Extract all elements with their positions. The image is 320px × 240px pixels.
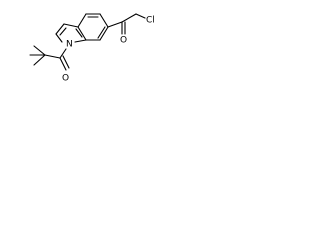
bond-c6-ketone	[107, 21, 123, 28]
bond-quaternary-methyl-down	[33, 54, 46, 66]
bond-c6-c7-double	[97, 26, 106, 39]
bond-c5-c6	[99, 13, 109, 28]
bond-carbonyl-o-double	[62, 55, 70, 69]
bond-carbonyl-o	[59, 57, 67, 71]
bond-c3a-c4	[77, 13, 87, 28]
bond-c3a-c3	[63, 23, 79, 28]
bond-c6-c7	[99, 26, 109, 41]
bond-quaternary-methyl-up	[33, 45, 46, 56]
bond-c7a-c3a-double	[75, 28, 83, 38]
bond-c2-n1	[55, 33, 63, 43]
bond-c3-c2	[55, 23, 65, 35]
bond-ketone-ch2	[121, 13, 137, 23]
bond-n1-carbonyl	[59, 48, 67, 59]
chemical-structure-diagram: N O O Cl	[0, 0, 159, 83]
bond-ch2-cl	[135, 13, 146, 19]
chlorine-label: Cl	[146, 16, 155, 26]
ketone-oxygen-label: O	[120, 36, 127, 46]
bond-n1-c7a	[74, 39, 87, 43]
bond-c3-c2-double	[59, 27, 67, 36]
nitrogen-label: N	[66, 40, 73, 50]
acyl-oxygen-label: O	[62, 74, 69, 84]
bond-c7a-c3a	[77, 26, 87, 41]
molecule-canvas: N O O Cl	[0, 0, 159, 83]
bond-carbonyl-quaternary	[44, 54, 61, 59]
